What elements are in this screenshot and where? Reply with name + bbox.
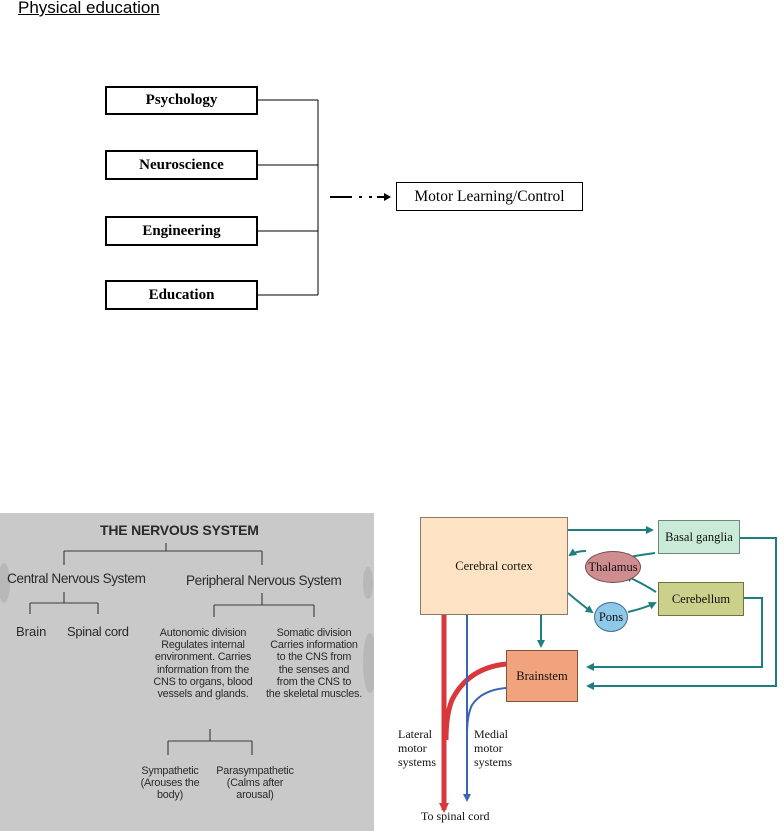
- pons-node: Pons: [594, 602, 628, 632]
- ns-autonomic-line: Autonomic division: [159, 627, 247, 639]
- ns-autonomic: Autonomic division Regulates internal en…: [148, 627, 258, 700]
- ns-central: Central Nervous System: [7, 571, 146, 586]
- ns-sympathetic: Sympathetic (Arouses the body): [130, 765, 210, 802]
- source-label: Education: [148, 286, 215, 303]
- medial-line: motor: [474, 741, 503, 756]
- source-label: Neuroscience: [139, 156, 224, 173]
- ns-autonomic-line: information from the: [156, 663, 249, 676]
- ns-spinal-cord: Spinal cord: [67, 624, 129, 639]
- lateral-line: motor: [398, 741, 427, 756]
- lateral-motor-label: Lateral motor systems: [398, 727, 436, 769]
- cerebellum-box: Cerebellum: [658, 582, 744, 616]
- source-box-engineering: Engineering: [105, 216, 258, 246]
- brainstem-box: Brainstem: [506, 650, 578, 702]
- pons-label: Pons: [598, 609, 624, 624]
- medial-line: Medial: [474, 727, 508, 741]
- source-label: Engineering: [142, 222, 221, 239]
- thalamus-label: Thalamus: [588, 559, 638, 574]
- to-spinal-cord-label: To spinal cord: [421, 809, 490, 823]
- ns-somatic-line: from the CNS to: [276, 675, 352, 688]
- ns-sympathetic-line: body): [156, 789, 183, 802]
- ns-brain: Brain: [16, 624, 47, 639]
- nervous-system-panel: THE NERVOUS SYSTEM Central Nervous Syste…: [0, 513, 374, 831]
- ns-title: THE NERVOUS SYSTEM: [100, 522, 259, 538]
- ns-autonomic-line: vessels and glands.: [157, 687, 249, 700]
- thalamus-node: Thalamus: [585, 551, 641, 583]
- ns-parasympathetic-line: (Calms after: [226, 777, 284, 790]
- ns-parasympathetic-line: Parasympathetic: [216, 765, 294, 777]
- ns-parasympathetic-line: arousal): [236, 789, 274, 802]
- ns-somatic-line: the skeletal muscles.: [265, 687, 362, 700]
- ns-autonomic-line: environment. Carries: [154, 651, 252, 664]
- brainstem-label: Brainstem: [516, 668, 568, 683]
- ns-somatic: Somatic division Carries information to …: [258, 627, 370, 700]
- ns-sympathetic-line: Sympathetic: [141, 765, 199, 777]
- ns-somatic-line: to the CNS from: [276, 651, 352, 664]
- page-heading: Physical education: [18, 0, 160, 17]
- medial-line: systems: [474, 755, 513, 770]
- ns-sympathetic-line: (Arouses the: [140, 777, 200, 790]
- source-label: Psychology: [145, 92, 218, 108]
- lateral-line: systems: [398, 755, 437, 770]
- cerebral-cortex-label: Cerebral cortex: [455, 558, 533, 573]
- source-box-education: Education: [105, 280, 258, 310]
- nervous-system-tree-lines: [0, 543, 374, 755]
- basal-ganglia-box: Basal ganglia: [658, 520, 740, 554]
- basal-ganglia-label: Basal ganglia: [665, 529, 733, 544]
- ns-somatic-line: Somatic division: [276, 627, 352, 639]
- ns-somatic-line: the senses and: [278, 663, 350, 676]
- medial-motor-label: Medial motor systems: [474, 727, 512, 769]
- ns-peripheral: Peripheral Nervous System: [186, 573, 342, 588]
- source-box-psychology: Psychology: [105, 86, 258, 115]
- target-box-motor-learning: Motor Learning/Control: [396, 182, 583, 211]
- target-label: Motor Learning/Control: [414, 187, 565, 205]
- cerebellum-label: Cerebellum: [671, 591, 731, 606]
- ns-autonomic-line: CNS to organs, blood: [153, 675, 253, 688]
- ns-somatic-line: Carries information: [270, 639, 358, 652]
- cerebral-cortex-box: Cerebral cortex: [420, 517, 568, 615]
- lateral-line: Lateral: [398, 727, 432, 741]
- ns-autonomic-line: Regulates internal: [161, 639, 245, 652]
- source-box-neuroscience: Neuroscience: [105, 150, 258, 180]
- ns-parasympathetic: Parasympathetic (Calms after arousal): [208, 765, 302, 802]
